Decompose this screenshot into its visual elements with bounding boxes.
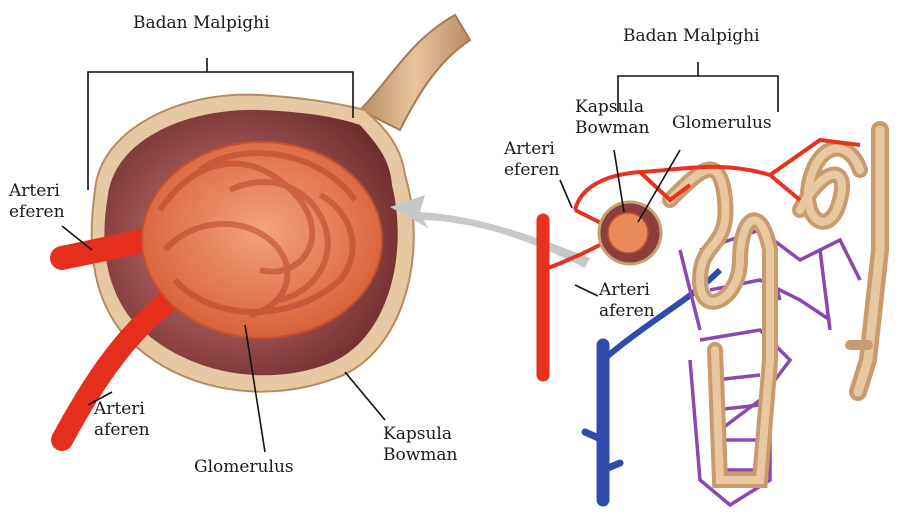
label-arteri-aferen-right: Arteri aferen	[599, 280, 655, 322]
glomerulus-right	[608, 213, 648, 253]
label-arteri-eferen-left: Arteri eferen	[9, 181, 65, 223]
label-arteri-aferen-left: Arteri aferen	[94, 399, 150, 441]
left-illustration	[62, 15, 590, 452]
label-glomerulus-right: Glomerulus	[672, 113, 772, 134]
label-glomerulus-left: Glomerulus	[194, 457, 294, 478]
label-arteri-eferen-right: Arteri eferen	[504, 139, 560, 181]
zoom-arrow	[390, 195, 590, 268]
label-badan-malpighi-right: Badan Malpighi	[623, 26, 760, 47]
label-kapsula-bowman-left: Kapsula Bowman	[383, 424, 457, 466]
label-badan-malpighi-left: Badan Malpighi	[133, 13, 270, 34]
label-kapsula-bowman-right: Kapsula Bowman	[575, 97, 649, 139]
proximal-tubule	[360, 15, 470, 130]
